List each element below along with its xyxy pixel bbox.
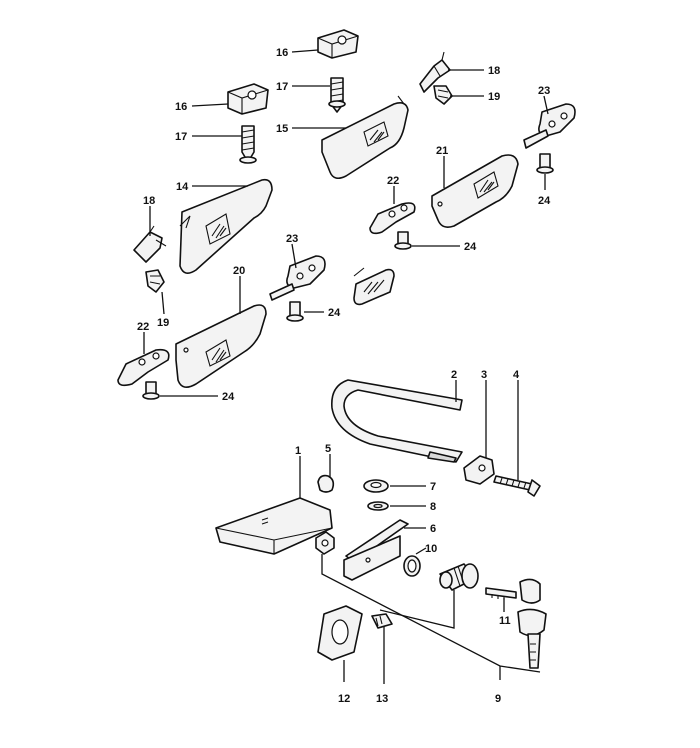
- callout-17-upper: 17: [276, 81, 288, 93]
- callout-24-d: 24: [222, 391, 235, 403]
- callout-18-upper: 18: [488, 65, 500, 77]
- glove-box-strap-2: [331, 379, 463, 463]
- leader-23-middle: [291, 243, 297, 269]
- clip-18-lower: [133, 225, 167, 263]
- vanity-mirror: [353, 267, 395, 306]
- leader-16-upper: [291, 49, 319, 53]
- callout-13: 13: [376, 693, 388, 705]
- sun-visor-21: [431, 154, 519, 228]
- ring-10: [403, 555, 421, 577]
- leader-16-lower: [191, 103, 229, 107]
- screw-19-upper: [433, 85, 453, 105]
- washer-8: [367, 501, 389, 511]
- callout-9: 9: [495, 693, 501, 705]
- strap-bracket-3: [463, 455, 495, 485]
- callout-20: 20: [233, 265, 245, 277]
- sun-visor-15: [321, 95, 409, 180]
- lock-cylinder: [439, 563, 479, 591]
- callout-16-upper: 16: [276, 47, 288, 59]
- visor-holder-22-upper: [369, 202, 416, 235]
- callout-8: 8: [430, 501, 436, 513]
- callout-19-upper: 19: [488, 91, 500, 103]
- mount-block-16-lower: [227, 83, 269, 115]
- leader-23-upper: [543, 95, 549, 115]
- screw-24-b: [394, 231, 412, 250]
- callout-3: 3: [481, 369, 487, 381]
- callout-6: 6: [430, 523, 436, 535]
- visor-hinge-23-middle: [269, 255, 326, 301]
- screw-13: [371, 613, 393, 629]
- sun-visor-20: [175, 304, 267, 388]
- callout-10: 10: [425, 543, 437, 555]
- callout-11: 11: [499, 615, 511, 627]
- assembly-bracket-9: [321, 554, 541, 680]
- bolt-4: [493, 475, 541, 497]
- callout-14: 14: [176, 181, 189, 193]
- screw-17-lower: [239, 125, 257, 164]
- leader-19-lower: [161, 291, 165, 315]
- screw-24-a: [536, 153, 554, 174]
- callout-24-a: 24: [538, 195, 551, 207]
- visor-holder-22-lower: [117, 348, 170, 387]
- mount-block-16-upper: [317, 29, 359, 59]
- callout-7: 7: [430, 481, 436, 493]
- leader-10: [415, 547, 427, 555]
- callout-15: 15: [276, 123, 288, 135]
- screw-19-lower: [145, 269, 165, 293]
- screw-24-c: [286, 301, 304, 322]
- rubber-stop-5: [317, 474, 335, 493]
- callout-22-lower: 22: [137, 321, 149, 333]
- callout-2: 2: [451, 369, 457, 381]
- callout-22-upper: 22: [387, 175, 399, 187]
- callout-12: 12: [338, 693, 350, 705]
- glove-box-1: [215, 497, 333, 555]
- callout-1: 1: [295, 445, 301, 457]
- callout-5: 5: [325, 443, 331, 455]
- callout-4: 4: [513, 369, 520, 381]
- screw-17-upper: [328, 77, 346, 113]
- catch-plate-6: [343, 519, 409, 581]
- callout-24-b: 24: [464, 241, 477, 253]
- callout-23-upper: 23: [538, 85, 550, 97]
- nut-7: [363, 479, 389, 493]
- visor-hinge-23-upper: [523, 103, 576, 149]
- sun-visor-14: [179, 178, 273, 274]
- nut-glove-box: [315, 531, 335, 555]
- callout-19-lower: 19: [157, 317, 169, 329]
- screw-24-d: [142, 381, 160, 400]
- callout-21: 21: [436, 145, 448, 157]
- callout-17-lower: 17: [175, 131, 187, 143]
- lock-bezel-12: [317, 605, 363, 661]
- callout-24-c: 24: [328, 307, 341, 319]
- callout-18-lower: 18: [143, 195, 155, 207]
- callout-23-middle: 23: [286, 233, 298, 245]
- keys-11: [485, 578, 547, 669]
- callout-16-lower: 16: [175, 101, 187, 113]
